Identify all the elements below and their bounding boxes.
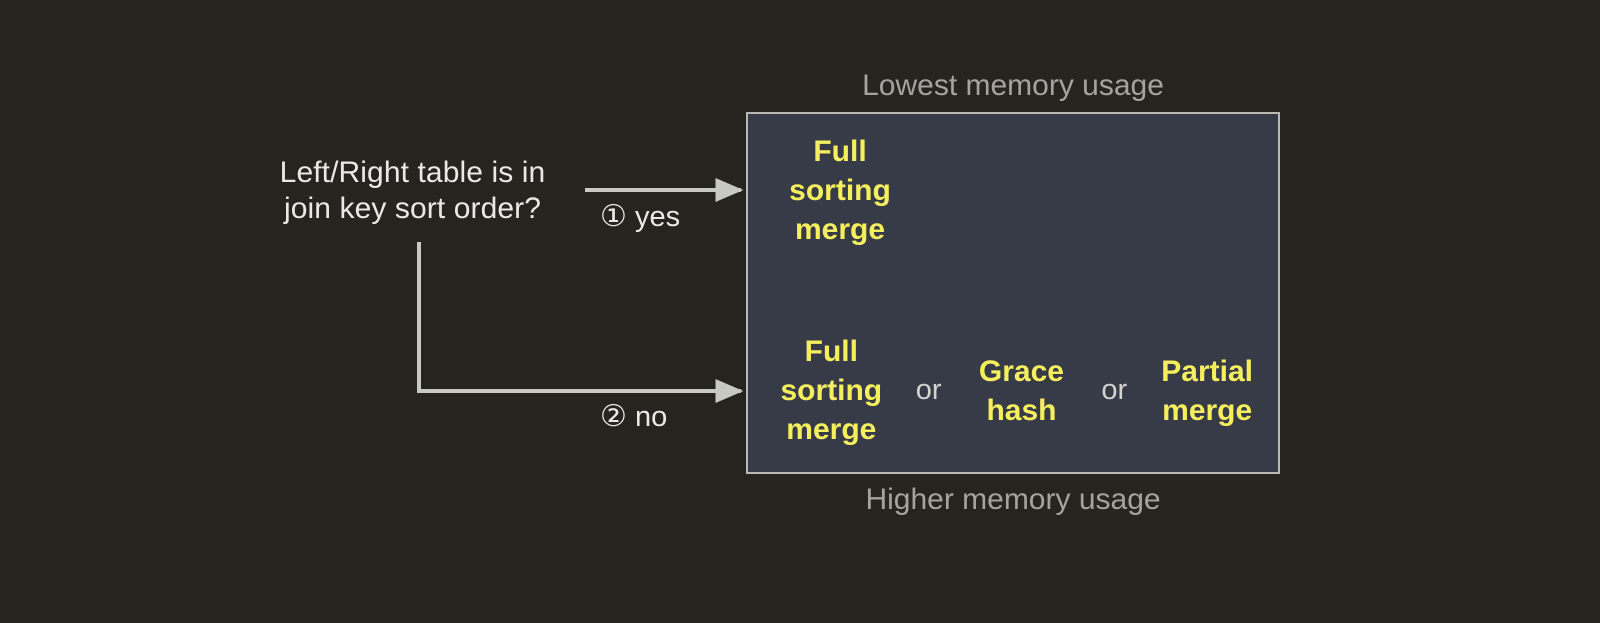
strategy-line-3: merge bbox=[786, 413, 877, 446]
strategy-line-1: Full bbox=[813, 135, 867, 168]
strategy-line-1: Partial bbox=[1161, 354, 1254, 388]
caption-lowest-memory-usage: Lowest memory usage bbox=[862, 69, 1164, 102]
strategy-line-2: merge bbox=[1162, 393, 1253, 427]
strategy-panel: Full sorting merge Full sorting merge or… bbox=[746, 112, 1280, 474]
strategy-line-2: hash bbox=[986, 393, 1057, 427]
branch-label-yes: ① yes bbox=[600, 200, 680, 234]
branch-marker-yes: ① bbox=[600, 200, 627, 233]
branch-marker-no: ② bbox=[600, 400, 627, 433]
strategy-line-1: Grace bbox=[978, 354, 1064, 388]
strategy-line-2: sorting bbox=[780, 374, 883, 407]
strategy-grace-hash: Grace hash bbox=[955, 352, 1089, 430]
decision-question: Left/Right table is in join key sort ord… bbox=[235, 155, 590, 227]
strategy-option: Partial merge bbox=[1140, 352, 1274, 430]
strategy-row-unsorted: Full sorting merge or Grace hash or Part… bbox=[760, 332, 1274, 449]
strategy-row-sorted: Full sorting merge bbox=[760, 132, 920, 249]
decision-question-line-1: Left/Right table is in bbox=[279, 156, 546, 189]
strategy-line-1: Full bbox=[804, 335, 858, 368]
strategy-full-sorting-merge-sorted: Full sorting merge bbox=[760, 132, 920, 249]
branch-label-no: ② no bbox=[600, 400, 667, 434]
strategy-full-sorting-merge-unsorted: Full sorting merge bbox=[760, 332, 903, 449]
decision-question-line-2: join key sort order? bbox=[283, 192, 542, 225]
strategy-line-2: sorting bbox=[789, 174, 891, 207]
strategy-option: Grace hash bbox=[955, 352, 1089, 430]
strategy-option: Full sorting merge bbox=[760, 332, 903, 449]
conjunction-or-2: or bbox=[1101, 374, 1128, 406]
branch-text-yes: yes bbox=[634, 201, 681, 233]
arrow-branch-no bbox=[417, 242, 744, 403]
caption-higher-memory-usage: Higher memory usage bbox=[865, 483, 1161, 516]
conjunction-or-1: or bbox=[915, 374, 942, 406]
strategy-line-3: merge bbox=[794, 213, 886, 246]
branch-text-no: no bbox=[634, 401, 668, 433]
strategy-partial-merge: Partial merge bbox=[1140, 352, 1274, 430]
